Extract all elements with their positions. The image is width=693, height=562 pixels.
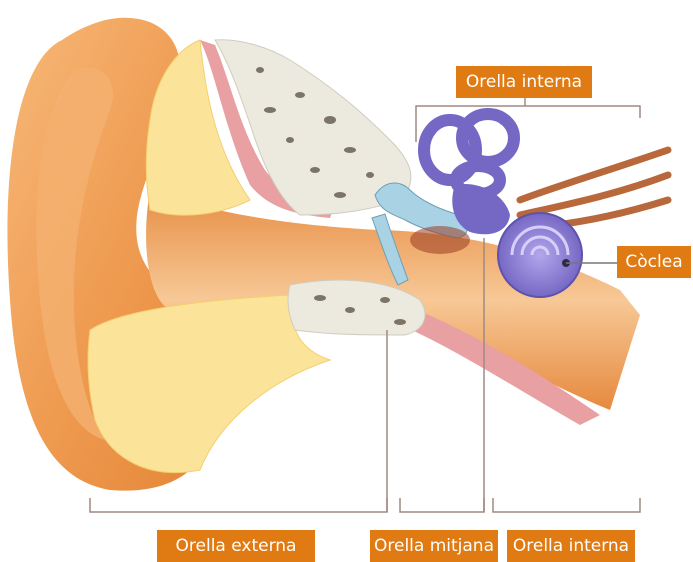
middle-ear-cavity	[410, 226, 470, 254]
label-cochlea: Còclea	[617, 246, 691, 278]
label-middle-ear: Orella mitjana	[370, 530, 498, 562]
label-inner-ear-top: Orella interna	[456, 66, 592, 98]
label-inner-ear-bottom: Orella interna	[507, 530, 635, 562]
semicircular-canals	[424, 114, 514, 194]
label-outer-ear: Orella externa	[157, 530, 315, 562]
